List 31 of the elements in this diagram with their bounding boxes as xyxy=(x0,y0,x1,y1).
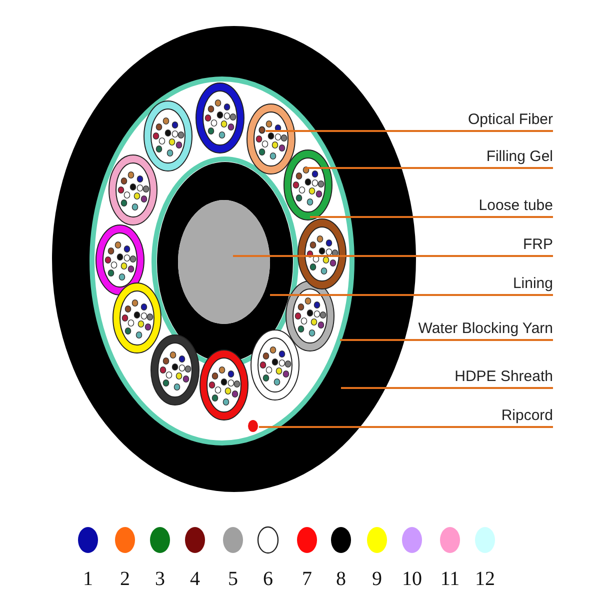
part-label: Water Blocking Yarn xyxy=(418,320,553,340)
part-label: HDPE Shreath xyxy=(454,368,553,388)
legend-label: 5 xyxy=(227,568,239,590)
legend-label: 12 xyxy=(474,568,496,590)
legend-label: 4 xyxy=(189,568,201,590)
legend-label: 8 xyxy=(335,568,347,590)
legend-label: 1 xyxy=(82,568,94,590)
part-label: Optical Fiber xyxy=(468,111,553,131)
leader-line xyxy=(340,339,553,341)
leader-line xyxy=(305,167,553,169)
leader-line xyxy=(270,294,553,296)
part-label: Lining xyxy=(512,275,553,295)
legend-label: 7 xyxy=(301,568,313,590)
part-label: Filling Gel xyxy=(486,148,553,168)
leader-line xyxy=(341,387,553,389)
legend-label: 10 xyxy=(401,568,423,590)
legend-label: 2 xyxy=(119,568,131,590)
legend-label: 9 xyxy=(371,568,383,590)
legend-label: 6 xyxy=(262,568,274,590)
legend-label: 11 xyxy=(439,568,461,590)
leader-line xyxy=(233,255,553,257)
part-label: Ripcord xyxy=(501,407,553,427)
ripcord xyxy=(248,420,258,432)
water-blocking-yarn-ring xyxy=(90,76,354,446)
optical-fiber xyxy=(258,126,266,134)
leader-line xyxy=(266,130,553,132)
frp-core xyxy=(178,200,270,324)
part-label: Loose tube xyxy=(478,197,553,217)
legend-label: 3 xyxy=(154,568,166,590)
part-label: FRP xyxy=(523,236,553,256)
hdpe-sheath xyxy=(52,26,416,492)
